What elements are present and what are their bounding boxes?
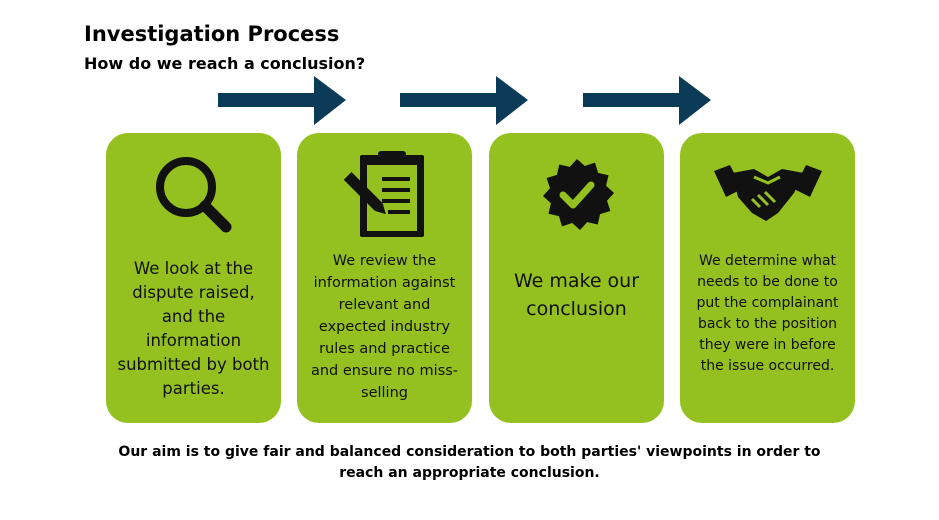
arrow-right-icon [218,76,346,125]
handshake-icon [680,147,855,243]
arrow-right-icon [400,76,528,125]
page-subtitle: How do we reach a conclusion? [84,54,366,73]
step-card-review-information: We review the information against releva… [297,133,472,423]
page-title: Investigation Process [84,22,340,46]
step-text: We make our conclusion [513,270,640,320]
step-card-remedy: We determine what needs to be done to pu… [680,133,855,423]
step-text: We review the information against releva… [310,253,459,401]
check-badge-icon [489,147,664,243]
clipboard-pencil-icon [297,147,472,243]
arrow-right-icon [583,76,711,125]
step-card-review-dispute: We look at the dispute raised, and the i… [106,133,281,423]
magnifying-glass-icon [106,147,281,243]
step-text: We look at the dispute raised, and the i… [117,259,270,398]
step-card-conclusion: We make our conclusion [489,133,664,423]
step-text: We determine what needs to be done to pu… [696,253,839,374]
footer-statement: Our aim is to give fair and balanced con… [118,444,821,481]
